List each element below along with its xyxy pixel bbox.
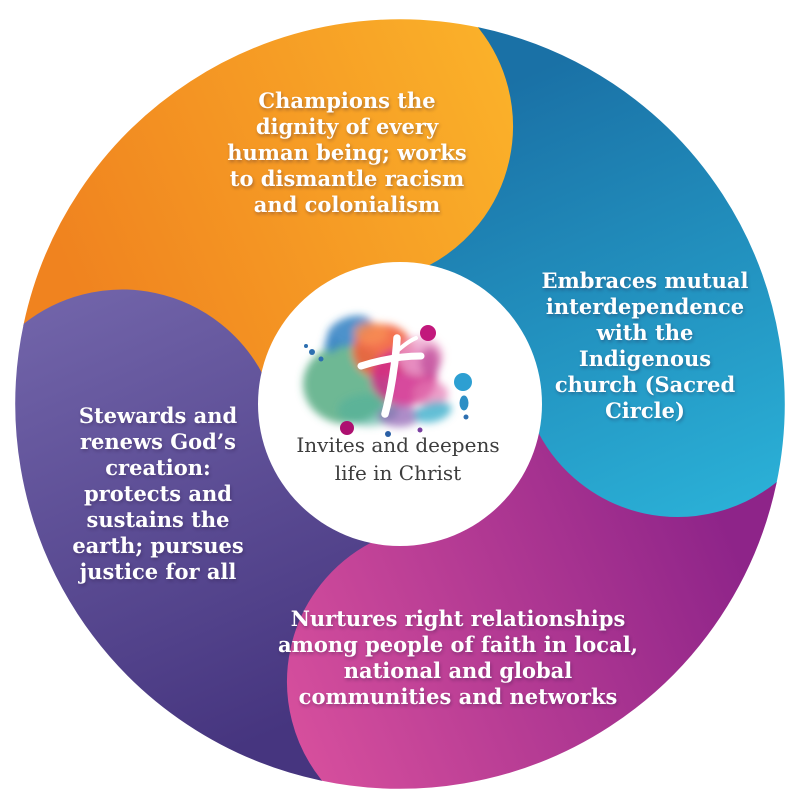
label-line: sustains the [86,507,230,532]
label-line: Circle) [605,398,685,423]
label-teal-segment: Embraces mutual interdependence with the… [542,268,749,424]
label-line: earth; pursues [72,533,244,558]
label-line: with the [596,320,694,345]
label-line: interdependence [545,294,745,319]
label-line: communities and networks [298,684,618,709]
watercolor-cross-art [303,315,472,437]
label-line: and colonialism [253,192,441,217]
label-magenta-segment: Nurtures right relationships among peopl… [278,606,638,710]
label-line: Nurtures right relationships [290,606,626,631]
label-line: Champions the [258,88,436,113]
label-line: life in Christ [334,461,462,485]
label-line: Indigenous [578,346,712,371]
label-line: Invites and deepens [296,433,500,457]
label-line: to dismantle racism [229,166,465,191]
label-line: national and global [343,658,573,683]
label-line: Stewards and [78,403,238,428]
label-line: dignity of every [255,114,439,139]
label-line: church (Sacred [554,372,736,397]
label-line: human being; works [227,140,467,165]
label-line: among people of faith in local, [278,632,638,657]
label-line: renews God’s [79,429,237,454]
label-orange-segment: Champions the dignity of every human bei… [227,88,467,218]
label-line: protects and [83,481,232,506]
label-line: creation: [105,455,211,480]
label-line: Embraces mutual [541,268,749,293]
label-line: justice for all [79,559,237,584]
label-center-circle: Invites and deepens life in Christ [296,431,499,487]
paint-specks [304,325,472,437]
cross-icon [357,334,425,418]
label-purple-segment: Stewards and renews God’s creation: prot… [72,403,243,585]
